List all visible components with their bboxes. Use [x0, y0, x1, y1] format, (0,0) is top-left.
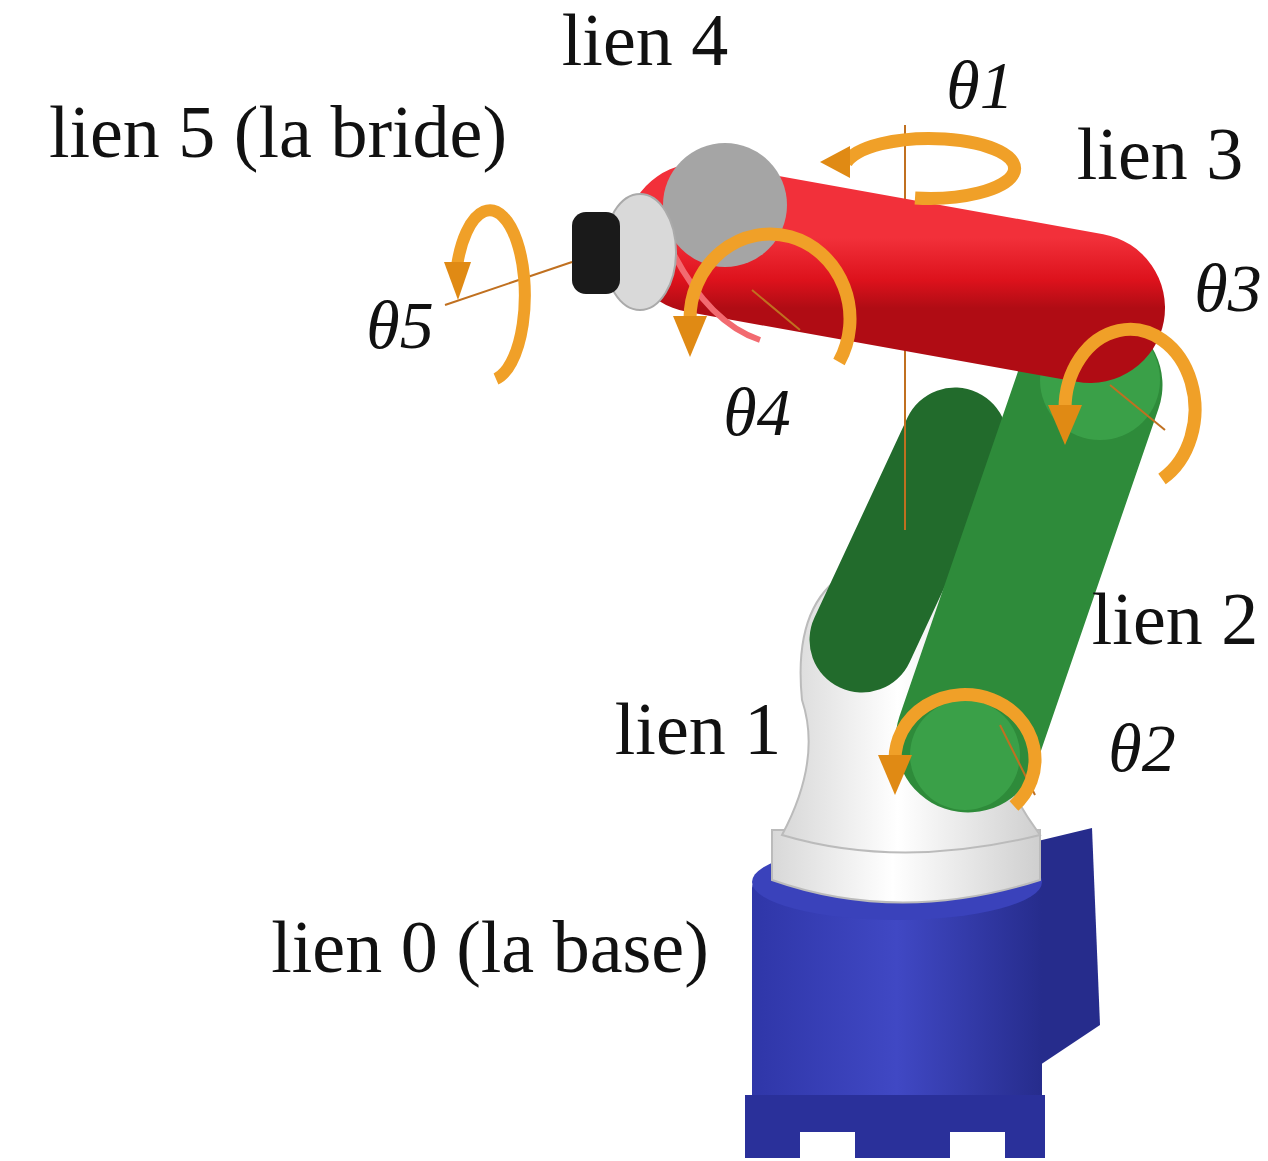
axes	[445, 262, 1165, 795]
arrow-head	[878, 755, 912, 795]
joint-2	[910, 700, 1020, 810]
axis-5	[445, 262, 572, 305]
link-label: lien 2	[1092, 579, 1258, 660]
arrow-head	[1048, 405, 1082, 445]
joint-angle-label: θ2	[1108, 711, 1175, 786]
joint-angle-label: θ1	[946, 48, 1013, 123]
link-label: lien 1	[615, 689, 781, 770]
joint-angle-label: θ3	[1194, 251, 1261, 326]
rotation-arc	[895, 695, 1035, 806]
arrow-head	[444, 262, 471, 300]
link-label: lien 5 (la bride)	[49, 92, 507, 173]
rotation-arc	[457, 210, 525, 379]
rotation-arrows	[444, 138, 1195, 806]
link-label: lien 4	[562, 0, 728, 81]
joint-angle-label: θ4	[723, 375, 790, 450]
axis-3	[1110, 385, 1165, 430]
rotation-arc	[846, 138, 1015, 198]
link-label: lien 3	[1077, 114, 1243, 195]
base-link	[745, 828, 1100, 1158]
foot-notch	[950, 1132, 1005, 1158]
flange	[572, 212, 620, 294]
axis-4	[752, 290, 800, 330]
arrow-head	[673, 316, 707, 357]
rotation-arc	[1065, 329, 1195, 479]
base-foot	[745, 1095, 1045, 1158]
joint-angle-label: θ5	[366, 288, 433, 363]
link-5	[572, 212, 620, 294]
arrow-head	[820, 146, 850, 178]
rotation-arc	[690, 234, 850, 362]
foot-notch	[800, 1132, 855, 1158]
link-label: lien 0 (la base)	[271, 907, 709, 988]
link-2-front-plate	[968, 385, 1090, 740]
